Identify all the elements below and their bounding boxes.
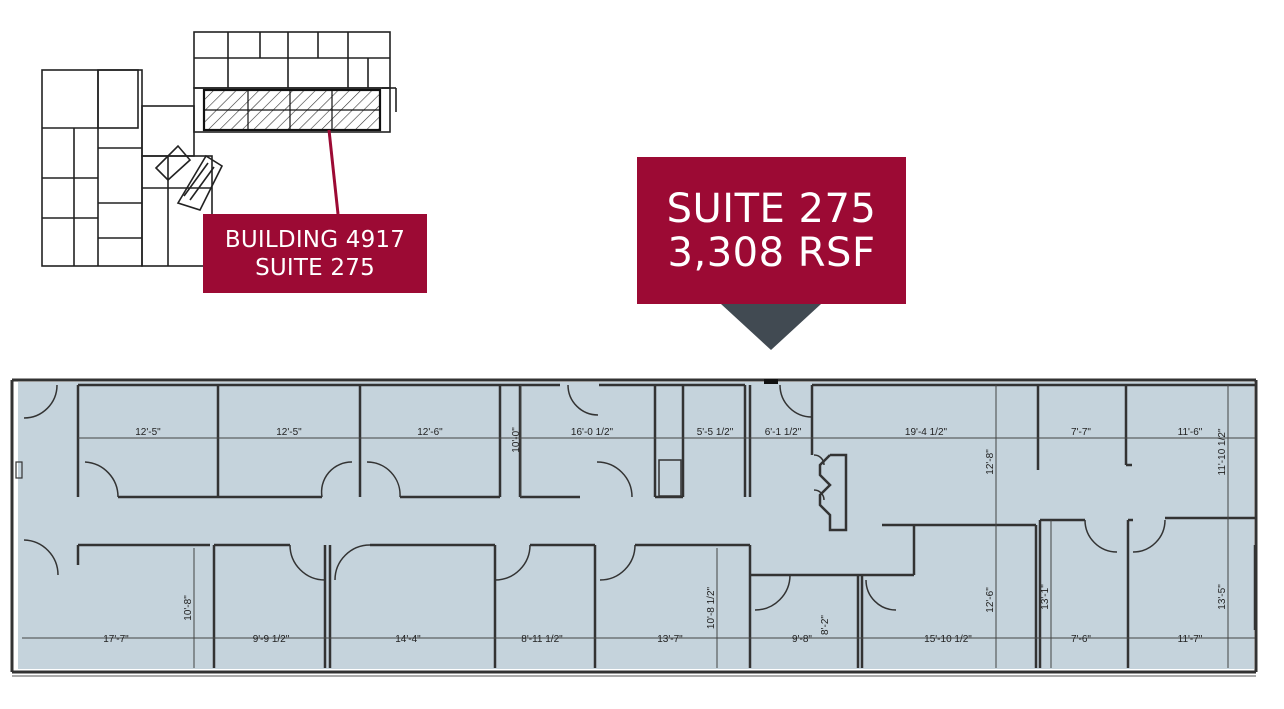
dim-top-2: 12'-5" — [276, 427, 302, 438]
dim-vertical-5: 10'-8 1/2" — [706, 586, 717, 629]
side-marker — [15, 461, 23, 479]
dim-top-7: 19'-4 1/2" — [905, 427, 948, 438]
suite-callout-name: SUITE 275 — [666, 185, 877, 232]
key-plan-leader-line — [327, 129, 340, 215]
dim-top-6: 6'-1 1/2" — [765, 427, 802, 438]
floor-plan: 12'-5" 12'-5" 12'-6" 16'-0 1/2" 5'-5 1/2… — [10, 378, 1258, 677]
top-marker — [764, 379, 778, 384]
floor-area — [18, 382, 1254, 669]
dim-vertical-4: 10'-8" — [183, 595, 194, 621]
dim-vertical-8: 13'-1" — [1040, 584, 1051, 610]
suite-callout: SUITE 275 3,308 RSF — [637, 157, 906, 304]
key-plan-callout-line2: SUITE 275 — [255, 254, 375, 281]
dimension-lines — [22, 385, 1255, 668]
key-plan-callout-line1: BUILDING 4917 — [224, 226, 406, 253]
dim-top-5: 5'-5 1/2" — [697, 427, 734, 438]
dim-bottom-4: 8'-11 1/2" — [521, 634, 563, 645]
dim-top-1: 12'-5" — [135, 427, 161, 438]
bottom-dimension-labels: 17'-7" 9'-9 1/2" 14'-4" 8'-11 1/2" 13'-7… — [103, 634, 1203, 645]
dim-bottom-9: 11'-7" — [1178, 634, 1203, 645]
dim-top-8: 7'-7" — [1071, 427, 1091, 438]
door-swings — [23, 384, 1166, 611]
top-dimension-labels: 12'-5" 12'-5" 12'-6" 16'-0 1/2" 5'-5 1/2… — [135, 427, 1203, 438]
dim-top-3: 12'-6" — [417, 427, 443, 438]
interior-walls — [76, 383, 1257, 668]
dim-bottom-3: 14'-4" — [395, 634, 421, 645]
dim-vertical-6: 8'-2" — [820, 615, 831, 635]
callout-arrow-icon — [721, 304, 821, 350]
dim-vertical-9: 13'-5" — [1217, 584, 1228, 610]
dim-bottom-7: 15'-10 1/2" — [924, 634, 972, 645]
dim-vertical-3: 11'-10 1/2" — [1217, 428, 1228, 475]
dim-bottom-5: 13'-7" — [657, 634, 683, 645]
dim-bottom-1: 17'-7" — [103, 634, 129, 645]
dim-top-4: 16'-0 1/2" — [571, 427, 614, 438]
key-plan-callout: BUILDING 4917 SUITE 275 — [203, 214, 427, 293]
dim-vertical-2: 12'-8" — [985, 449, 996, 475]
dim-bottom-8: 7'-6" — [1071, 634, 1091, 645]
dim-vertical-7: 12'-6" — [985, 587, 996, 613]
suite-callout-area: 3,308 RSF — [667, 229, 876, 276]
dim-vertical-1: 10'-0" — [511, 427, 522, 453]
vertical-dimension-labels: 10'-0" 12'-8" 11'-10 1/2" 10'-8" 10'-8 1… — [183, 427, 1228, 635]
panel-box — [658, 459, 682, 497]
dim-bottom-2: 9'-9 1/2" — [253, 634, 290, 645]
key-plan-outline — [41, 31, 397, 267]
dim-top-9: 11'-6" — [1178, 427, 1203, 438]
dim-bottom-6: 9'-8" — [792, 634, 812, 645]
key-plan — [41, 31, 397, 267]
